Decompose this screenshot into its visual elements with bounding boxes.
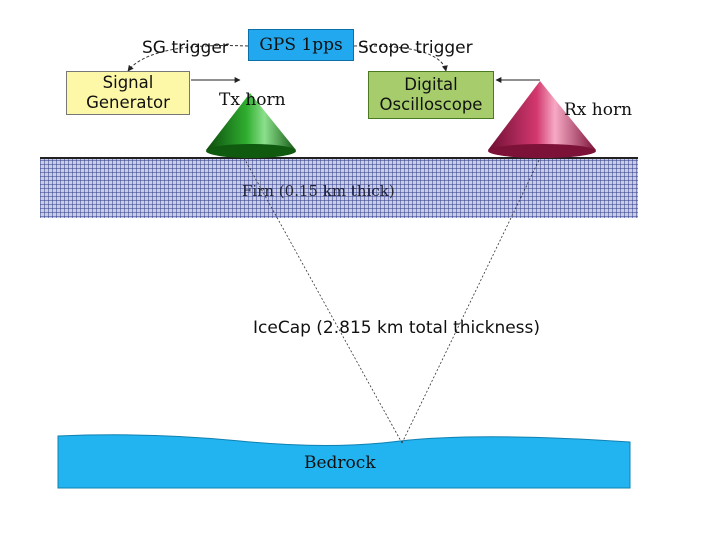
tx-horn-icon [206,93,296,158]
oscilloscope-label-line2: Oscilloscope [379,95,483,114]
gps-1pps-label: GPS 1pps [259,35,343,55]
digital-oscilloscope-box: Digital Oscilloscope [368,71,494,119]
signal-generator-box: Signal Generator [66,71,190,115]
icecap-label: IceCap (2.815 km total thickness) [253,318,541,338]
sg-trigger-label: SG trigger [142,38,229,58]
bedrock-layer [57,434,631,489]
sg-trigger-arrow [127,45,249,72]
signal-generator-label-line2: Generator [86,93,170,112]
scope-trigger-label: Scope trigger [358,38,473,58]
tx-horn-label: Tx horn [219,90,286,110]
gps-1pps-box: GPS 1pps [248,29,354,61]
bedrock-label: Bedrock [304,453,376,473]
oscilloscope-label-line1: Digital [404,75,458,94]
firn-label: Firn (0.15 km thick) [242,182,395,200]
signal-generator-label-line1: Signal [102,73,154,92]
rx-horn-icon [488,81,596,158]
rx-ray [401,157,541,444]
firn-layer [40,158,638,218]
rx-horn-label: Rx horn [564,100,633,120]
scope-trigger-arrow [353,45,448,72]
